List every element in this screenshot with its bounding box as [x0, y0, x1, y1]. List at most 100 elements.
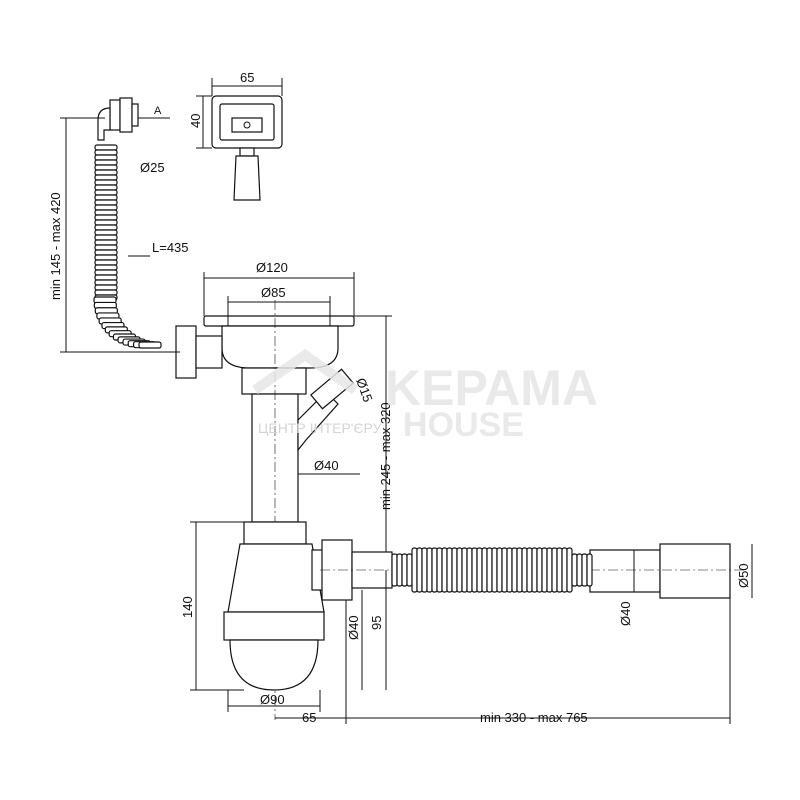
- hose-corrugation: [546, 547, 553, 593]
- drain-body: [175, 272, 392, 720]
- hose-corrugation: [401, 553, 408, 587]
- hose-corrugation: [541, 547, 548, 593]
- hose-corrugation: [486, 547, 493, 593]
- hose-corrugation: [94, 229, 118, 236]
- hose-corrugation: [94, 219, 118, 226]
- label-trap-offset: 65: [302, 710, 316, 725]
- overflow-hose: [93, 144, 162, 349]
- hose-corrugation: [586, 553, 593, 587]
- label-outlet-dia: Ø40: [346, 615, 361, 640]
- hose-corrugation: [521, 547, 528, 593]
- hose-corrugation: [481, 547, 488, 593]
- hose-corrugation: [466, 547, 473, 593]
- label-outlet-range: min 330 - max 765: [480, 710, 588, 725]
- label-overflow-pipe: Ø25: [140, 160, 165, 175]
- hose-corrugation: [94, 254, 118, 261]
- hose-corrugation: [526, 547, 533, 593]
- hose-corrugation: [531, 547, 538, 593]
- label-end-dia: Ø50: [736, 563, 751, 588]
- hose-corrugation: [496, 547, 503, 593]
- hose-corrugation: [451, 547, 458, 593]
- hose-corrugation: [94, 204, 118, 211]
- hose-corrugation: [94, 184, 118, 191]
- hose-corrugation: [576, 553, 583, 587]
- hose-corrugation: [471, 547, 478, 593]
- label-overflow-range: min 145 - max 420: [48, 192, 63, 300]
- label-hose-dia: Ø40: [618, 601, 633, 626]
- watermark-house: HOUSE: [403, 406, 524, 444]
- hose-corrugation: [476, 547, 483, 593]
- label-side-inlet: Ø15: [353, 376, 376, 404]
- hose-corrugation: [94, 179, 118, 186]
- hose-corrugation: [94, 239, 118, 246]
- hose-corrugation: [456, 547, 463, 593]
- hose-corrugation: [461, 547, 468, 593]
- label-trap-height: 140: [180, 596, 195, 618]
- hose-corrugation: [446, 547, 453, 593]
- hose-corrugation: [416, 547, 423, 593]
- hose-corrugation: [411, 547, 418, 593]
- hose-corrugation: [138, 341, 162, 349]
- hose-corrugation: [536, 547, 543, 593]
- hose-corrugation: [431, 547, 438, 593]
- hose-corrugation: [94, 199, 118, 206]
- hose-corrugation: [94, 154, 118, 161]
- label-overflow-width: 65: [240, 70, 254, 85]
- hose-corrugation: [391, 553, 398, 587]
- hose-corrugation: [94, 209, 118, 216]
- watermark-tagline: ЦЕНТР ІНТЕР'ЄРУ: [258, 420, 382, 436]
- hose-corrugation: [94, 164, 118, 171]
- hose-corrugation: [94, 244, 118, 251]
- hose-corrugation: [94, 259, 118, 266]
- label-tube: Ø40: [314, 458, 339, 473]
- bottle-trap: [190, 521, 753, 724]
- hose-corrugation: [571, 553, 578, 587]
- hose-corrugation: [406, 553, 413, 587]
- label-overflow-height: 40: [188, 114, 203, 128]
- hose-corrugation: [94, 159, 118, 166]
- hose-corrugation: [94, 264, 118, 271]
- hose-corrugation: [94, 174, 118, 181]
- hose-corrugation: [561, 547, 568, 593]
- label-trap-dia: Ø90: [260, 692, 285, 707]
- label-a: A: [154, 105, 162, 117]
- hose-corrugation: [421, 547, 428, 593]
- hose-corrugation: [436, 547, 443, 593]
- hose-corrugation: [94, 189, 118, 196]
- hose-corrugation: [506, 547, 513, 593]
- outlet-hose: [391, 547, 593, 593]
- hose-corrugation: [501, 547, 508, 593]
- label-drain-range: min 245 - max 320: [378, 402, 393, 510]
- overflow-top-view: [196, 78, 283, 201]
- overflow-head: [60, 97, 170, 141]
- hose-corrugation: [516, 547, 523, 593]
- label-grid-inner: Ø85: [261, 285, 286, 300]
- hose-corrugation: [94, 149, 118, 156]
- hose-corrugation: [94, 169, 118, 176]
- label-outlet-height: 95: [369, 616, 384, 630]
- hose-corrugation: [94, 224, 118, 231]
- watermark-brand: KEPAMA: [385, 360, 598, 416]
- hose-corrugation: [441, 547, 448, 593]
- hose-corrugation: [396, 553, 403, 587]
- hose-corrugation: [566, 547, 573, 593]
- hose-corrugation: [94, 249, 118, 256]
- hose-corrugation: [94, 274, 118, 281]
- hose-corrugation: [94, 214, 118, 221]
- hose-corrugation: [426, 547, 433, 593]
- label-grid-outer: Ø120: [256, 260, 288, 275]
- hose-corrugation: [94, 269, 118, 276]
- hose-corrugation: [94, 289, 118, 296]
- hose-corrugation: [556, 547, 563, 593]
- hose-corrugation: [94, 234, 118, 241]
- hose-corrugation: [511, 547, 518, 593]
- hose-corrugation: [94, 279, 118, 286]
- hose-corrugation: [491, 547, 498, 593]
- hose-corrugation: [94, 194, 118, 201]
- hose-corrugation: [94, 284, 118, 291]
- hose-corrugation: [581, 553, 588, 587]
- label-hose-length: L=435: [152, 240, 189, 255]
- hose-corrugation: [551, 547, 558, 593]
